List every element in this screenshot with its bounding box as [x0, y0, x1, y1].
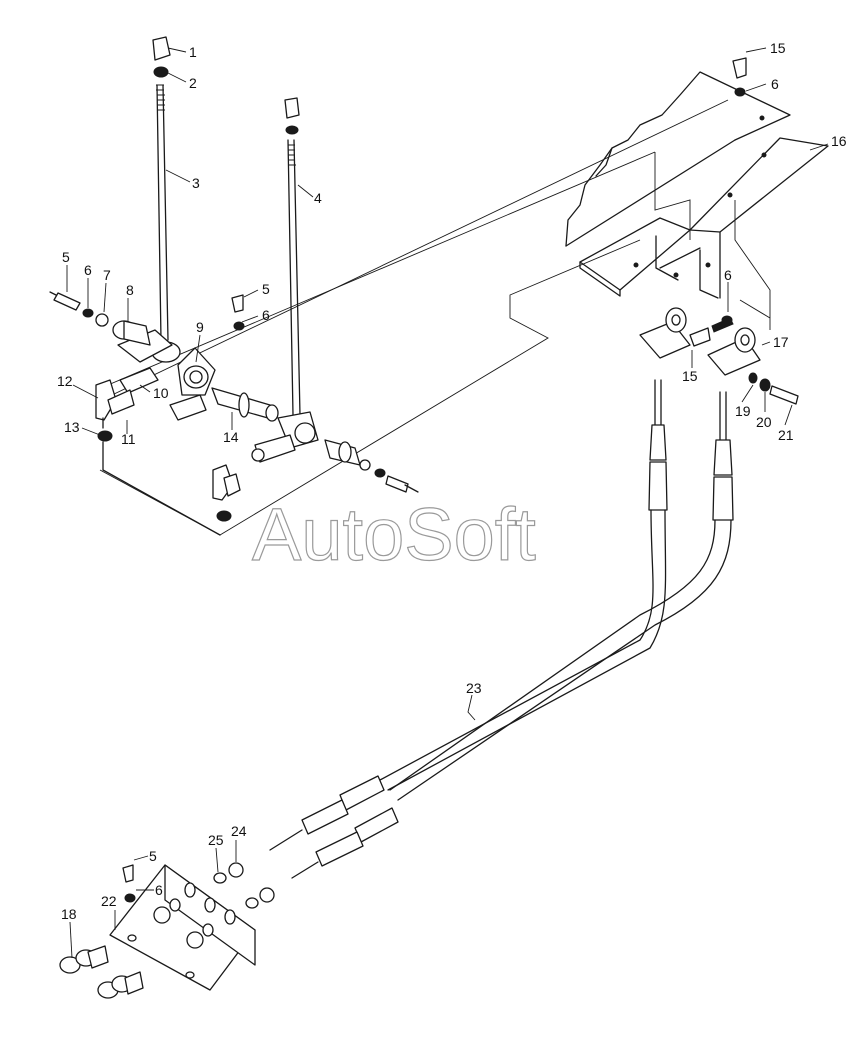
callout-6-right: 6 [724, 267, 732, 283]
bracket-right [639, 57, 799, 405]
callout-17: 17 [773, 334, 789, 350]
callout-4: 4 [314, 190, 322, 206]
clevis-left [95, 379, 221, 536]
callout-16: 16 [831, 133, 847, 149]
frame-outline [99, 99, 771, 536]
callout-10: 10 [153, 385, 169, 401]
callout-22: 22 [101, 893, 117, 909]
callout-5-bottom: 5 [149, 848, 157, 864]
callouts: 1 2 3 4 5 6 7 8 9 5 6 10 12 13 11 14 15 … [57, 40, 847, 922]
callout-9: 9 [196, 319, 204, 335]
callout-8: 8 [126, 282, 134, 298]
callout-18: 18 [61, 906, 77, 922]
callout-21: 21 [778, 427, 794, 443]
watermark: AutoSoft [252, 493, 536, 576]
callout-20: 20 [756, 414, 772, 430]
callout-5-mid: 5 [262, 281, 270, 297]
callout-2: 2 [189, 75, 197, 91]
callout-7: 7 [103, 267, 111, 283]
callout-6-top: 6 [771, 76, 779, 92]
callout-1: 1 [189, 44, 197, 60]
callout-13: 13 [64, 419, 80, 435]
control-cables [269, 379, 734, 879]
floor-panel [565, 71, 829, 299]
callout-5-left: 5 [62, 249, 70, 265]
clevis-middle [212, 464, 241, 522]
callout-6-bottom: 6 [155, 882, 163, 898]
callout-15-top: 15 [770, 40, 786, 56]
callout-23: 23 [466, 680, 482, 696]
bolt-washer-left [49, 291, 109, 327]
shift-lever-right [231, 97, 419, 493]
shift-lever-left [112, 36, 279, 422]
bottom-bracket [59, 862, 275, 999]
callout-14: 14 [223, 429, 239, 445]
callout-6-left: 6 [84, 262, 92, 278]
callout-19: 19 [735, 403, 751, 419]
callout-24: 24 [231, 823, 247, 839]
callout-25: 25 [208, 832, 224, 848]
callout-11: 11 [121, 431, 136, 447]
callout-15-right: 15 [682, 368, 698, 384]
callout-6-mid: 6 [262, 307, 270, 323]
callout-3: 3 [192, 175, 200, 191]
leader-lines [66, 47, 829, 959]
callout-12: 12 [57, 373, 73, 389]
